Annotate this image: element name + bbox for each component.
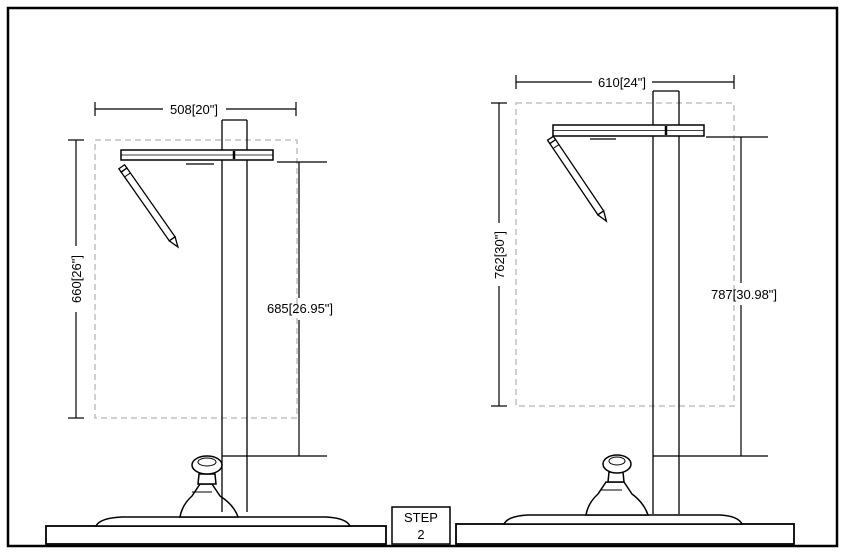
left-height-label: 660[26"] (69, 255, 84, 303)
right-sink-basin (502, 514, 744, 525)
right-faucet-icon (585, 454, 650, 516)
right-figure: 610[24"] 762[30"] 787[30.98"] (455, 75, 795, 545)
left-sink-basin (94, 516, 352, 527)
right-height-label: 762[30"] (492, 231, 507, 279)
left-vanity-counter (45, 525, 387, 545)
right-pencil-icon (546, 135, 608, 223)
left-faucet-icon (179, 455, 240, 518)
right-width-label: 610[24"] (598, 75, 646, 90)
right-mirror-outline (515, 102, 735, 407)
right-vanity-counter (455, 523, 795, 545)
diagram-frame (6, 6, 839, 548)
step-box: STEP 2 (391, 506, 451, 545)
left-pencil-icon (117, 163, 180, 249)
left-mount-height-label: 685[26.95"] (267, 301, 333, 316)
step-label: STEP (404, 510, 438, 525)
left-figure: 508[20"] 660[26"] 685[26.95"] (45, 102, 387, 545)
left-mirror-outline (94, 139, 298, 419)
left-width-label: 508[20"] (170, 102, 218, 117)
right-mount-height-label: 787[30.98"] (711, 287, 777, 302)
step-number: 2 (417, 527, 424, 542)
